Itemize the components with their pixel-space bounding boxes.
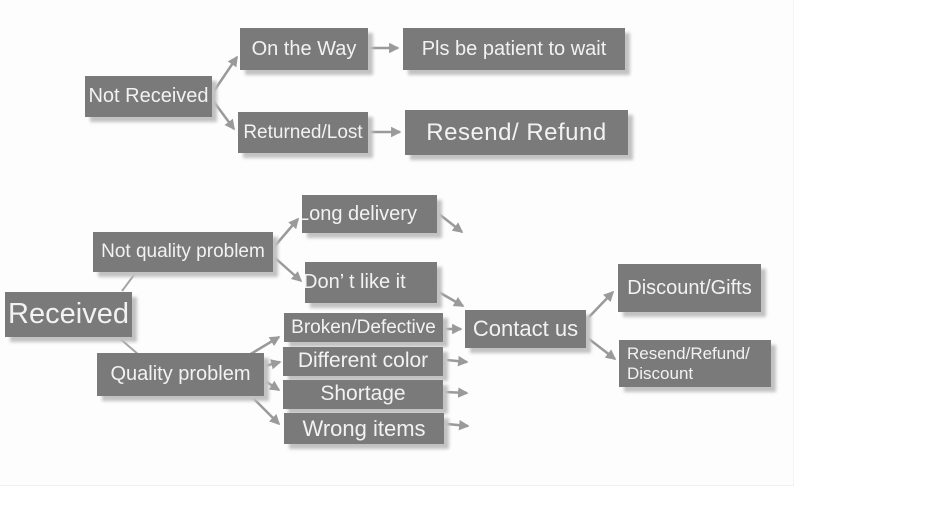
node-dont-like-it-label: Don’ t like it (305, 271, 406, 293)
node-resend-refund-discount-line2: Discount (627, 363, 694, 383)
node-discount-gifts: Discount/Gifts (618, 264, 761, 312)
node-resend-refund-discount: Resend/Refund/ Discount (619, 340, 771, 387)
node-resend-refund: Resend/ Refund (405, 110, 628, 155)
node-different-color: Different color (283, 347, 443, 376)
node-quality-problem: Quality problem (97, 353, 264, 396)
node-shortage: Shortage (283, 380, 443, 409)
node-not-quality-problem: Not quality problem (93, 232, 273, 272)
node-pls-be-patient: Pls be patient to wait (403, 28, 625, 70)
node-wrong-items: Wrong items (284, 413, 444, 444)
node-on-the-way: On the Way (240, 28, 368, 70)
node-broken-defective: Broken/Defective (284, 313, 443, 342)
node-long-delivery: Long delivery (302, 195, 437, 233)
node-long-delivery-label: Long delivery (302, 202, 417, 225)
node-contact-us: Contact us (465, 310, 586, 348)
node-received: Received (5, 292, 132, 337)
node-not-received: Not Received (85, 76, 212, 117)
node-returned-lost: Returned/Lost (238, 112, 368, 153)
node-dont-like-it: Don’ t like it (305, 262, 437, 303)
node-resend-refund-discount-line1: Resend/Refund/ (627, 343, 750, 363)
